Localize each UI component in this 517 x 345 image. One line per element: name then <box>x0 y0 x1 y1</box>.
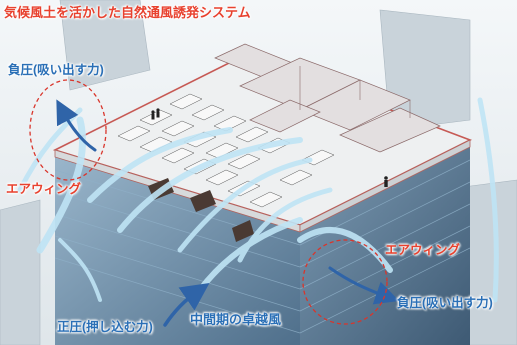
tower-facade <box>54 140 471 345</box>
air-wing-ring-right <box>302 239 388 325</box>
people-figures <box>151 108 388 187</box>
negative-pressure-label-right: 負圧(吸い出す力) <box>397 296 493 310</box>
prevailing-wind-label: 中間期の卓越風 <box>190 312 282 327</box>
air-wing-label-right: エアウィング <box>385 243 461 257</box>
office-desks <box>117 93 335 208</box>
air-wing-label-left: エアウィング <box>6 182 82 196</box>
wind-arrows <box>56 99 400 327</box>
diagram-title: 気候風土を活かした自然通風誘発システム <box>4 5 251 20</box>
negative-pressure-label-left: 負圧(吸い出す力) <box>8 63 104 77</box>
air-wing-rings <box>29 79 388 325</box>
air-wing-ring-left <box>29 79 107 181</box>
positive-pressure-label: 正圧(押し込む力) <box>57 320 153 334</box>
